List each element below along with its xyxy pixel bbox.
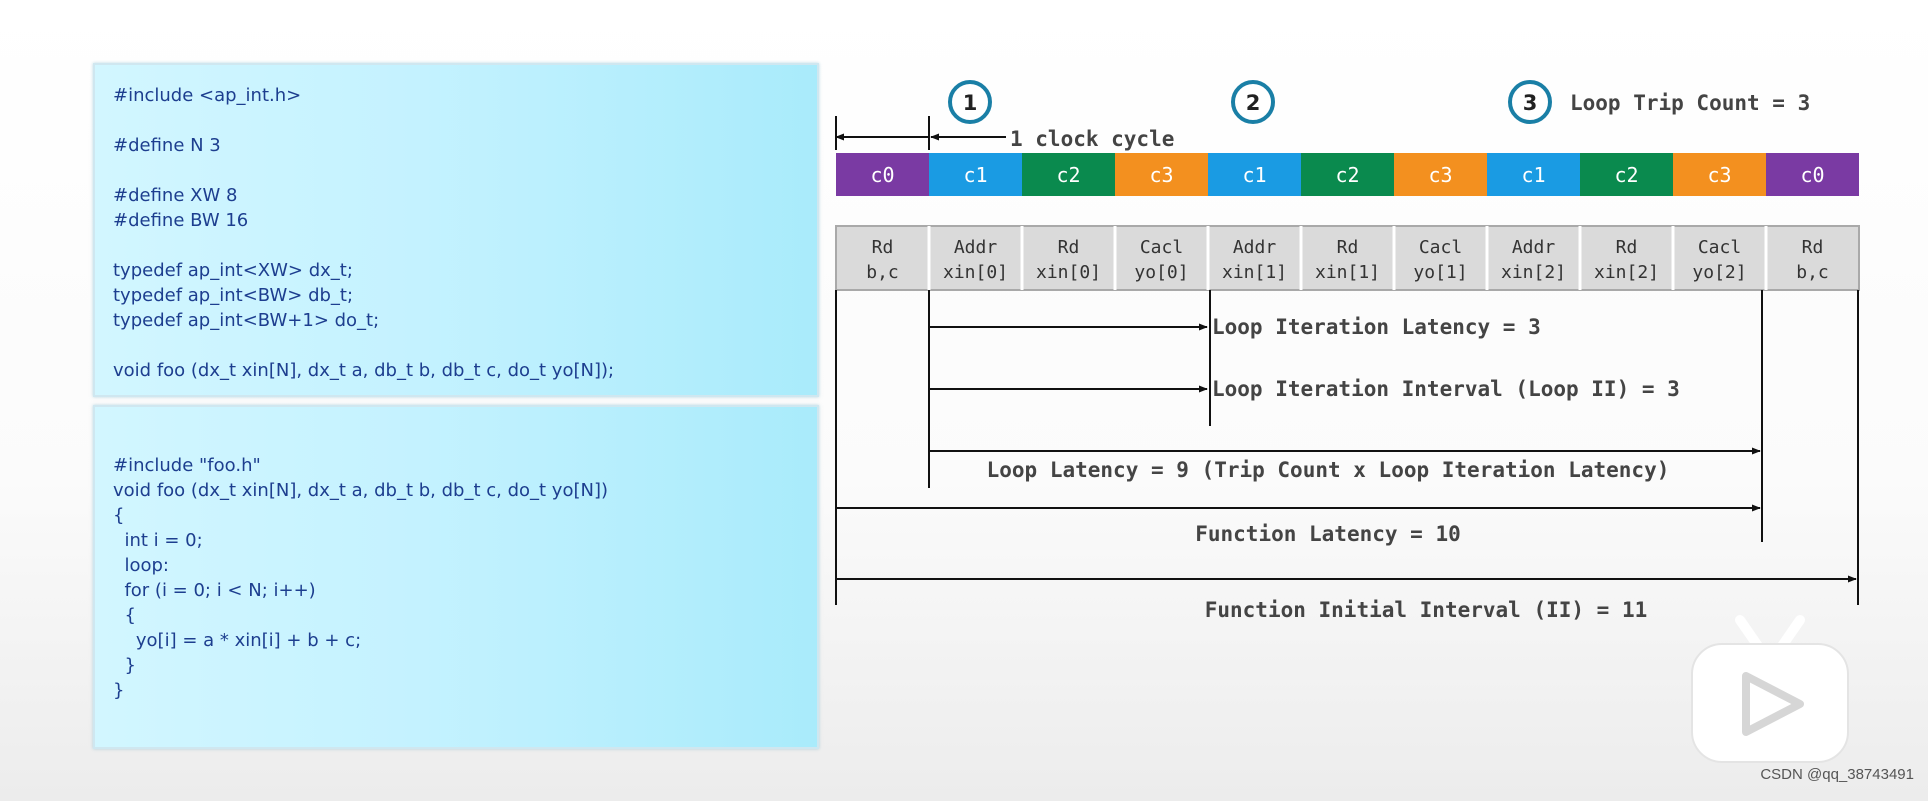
operation-cell-3: Cacl yo[0] xyxy=(1113,226,1189,290)
cycle-cell-bg xyxy=(1022,153,1115,196)
operation-text: Cacl xyxy=(1140,237,1183,258)
cycle-cell-1: c1 xyxy=(929,153,1022,196)
play-icon xyxy=(1742,672,1804,736)
iteration-number: 1 xyxy=(963,91,978,115)
operation-text: Rd xyxy=(872,237,894,258)
operation-cell-7: Addr xin[2] xyxy=(1485,226,1566,290)
loop-latency-label: Loop Latency = 9 (Trip Count x Loop Iter… xyxy=(987,458,1670,482)
iteration-latency-label: Loop Iteration Latency = 3 xyxy=(1212,315,1541,339)
cycle-label: c2 xyxy=(1335,163,1359,187)
video-play-logo[interactable] xyxy=(1688,610,1852,766)
operation-text: b,c xyxy=(866,262,899,283)
cycle-label: c3 xyxy=(1707,163,1731,187)
operation-text: Rd xyxy=(1337,237,1359,258)
operation-cell-5: Rd xin[1] xyxy=(1299,226,1380,290)
operation-text: xin[1] xyxy=(1315,262,1380,283)
iteration-number: 2 xyxy=(1246,91,1261,115)
clock-cycle-annotation: 1 clock cycle xyxy=(835,116,1174,151)
cycle-cell-bg xyxy=(1487,153,1580,196)
operation-cell-2: Rd xin[0] xyxy=(1020,226,1101,290)
cycle-label: c0 xyxy=(870,163,894,187)
operation-text: Cacl xyxy=(1419,237,1462,258)
iteration-marker-3: 3 xyxy=(1508,80,1552,124)
cycle-cell-10: c0 xyxy=(1766,153,1859,196)
iteration-marker-2: 2 xyxy=(1231,80,1275,124)
cycle-cell-2: c2 xyxy=(1022,153,1115,196)
operation-cell-1: Addr xin[0] xyxy=(927,226,1008,290)
cycle-cell-bg xyxy=(1766,153,1859,196)
operation-text: xin[1] xyxy=(1222,262,1287,283)
function-latency-label: Function Latency = 10 xyxy=(1195,522,1461,546)
operation-text: Addr xyxy=(954,237,998,258)
clock-cycle-label: 1 clock cycle xyxy=(1010,127,1174,151)
operation-cell-6: Cacl yo[1] xyxy=(1392,226,1468,290)
cycle-cell-bg xyxy=(1115,153,1208,196)
cycle-label: c3 xyxy=(1149,163,1173,187)
cycle-cell-bg xyxy=(1394,153,1487,196)
cycle-cell-8: c2 xyxy=(1580,153,1673,196)
operation-text: xin[2] xyxy=(1594,262,1659,283)
iteration-marker-1: 1 xyxy=(948,80,992,124)
cycle-label: c3 xyxy=(1428,163,1452,187)
function-interval-label: Function Initial Interval (II) = 11 xyxy=(1205,598,1648,622)
operation-cell-8: Rd xin[2] xyxy=(1578,226,1659,290)
header-code-panel: #include <ap_int.h> #define N 3 #define … xyxy=(93,63,819,397)
cycle-cell-4: c1 xyxy=(1208,153,1301,196)
operation-row: Rd b,c Addr xin[0] Rd xin[0] Cacl yo[0] Addr xin[… xyxy=(835,225,1860,291)
clock-cycle-bar: c0 c1 c2 c3 c1 c2 c3 c1 c2 c3 c0 xyxy=(836,153,1859,196)
cycle-label: c1 xyxy=(1242,163,1266,187)
cycle-cell-6: c3 xyxy=(1394,153,1487,196)
trip-count-label: Loop Trip Count = 3 xyxy=(1570,91,1810,115)
operation-cell-10: Rd b,c xyxy=(1764,226,1829,290)
cycle-label: c1 xyxy=(1521,163,1545,187)
cycle-cell-0: c0 xyxy=(836,153,929,196)
iteration-circle xyxy=(948,80,992,124)
cycle-cell-5: c2 xyxy=(1301,153,1394,196)
operation-text: b,c xyxy=(1796,262,1829,283)
operation-cell-0: Rd b,c xyxy=(866,237,899,283)
cycle-cell-bg xyxy=(836,153,929,196)
operation-text: yo[2] xyxy=(1692,262,1746,283)
operation-text: xin[2] xyxy=(1501,262,1566,283)
latency-lines xyxy=(835,290,1859,605)
cycle-cell-bg xyxy=(1580,153,1673,196)
cycle-label: c0 xyxy=(1800,163,1824,187)
operation-text: yo[0] xyxy=(1134,262,1188,283)
cycle-cell-bg xyxy=(1301,153,1394,196)
csdn-watermark: CSDN @qq_38743491 xyxy=(1760,766,1914,783)
cycle-cell-9: c3 xyxy=(1673,153,1766,196)
operation-text: Addr xyxy=(1512,237,1556,258)
header-file-code: #include <ap_int.h> #define N 3 #define … xyxy=(113,85,615,381)
source-file-code: #include "foo.h" void foo (dx_t xin[N], … xyxy=(113,455,609,701)
operation-text: xin[0] xyxy=(1036,262,1101,283)
cycle-cell-bg xyxy=(1208,153,1301,196)
operation-text: Cacl xyxy=(1698,237,1741,258)
cycle-label: c2 xyxy=(1056,163,1080,187)
operation-text: Rd xyxy=(1616,237,1638,258)
source-code-panel: #include "foo.h" void foo (dx_t xin[N], … xyxy=(93,405,819,749)
cycle-cell-7: c1 xyxy=(1487,153,1580,196)
operation-cell-9: Cacl yo[2] xyxy=(1671,226,1747,290)
cycle-cell-bg xyxy=(1673,153,1766,196)
operation-text: Addr xyxy=(1233,237,1277,258)
iteration-circle xyxy=(1508,80,1552,124)
operation-text: Rd xyxy=(1802,237,1824,258)
cycle-cell-3: c3 xyxy=(1115,153,1208,196)
cycle-label: c1 xyxy=(963,163,987,187)
operation-row-bg xyxy=(835,225,1860,291)
iteration-interval-label: Loop Iteration Interval (Loop II) = 3 xyxy=(1212,377,1680,401)
operation-cell-4: Addr xin[1] xyxy=(1206,226,1287,290)
operation-text: xin[0] xyxy=(943,262,1008,283)
cycle-label: c2 xyxy=(1614,163,1638,187)
cycle-cell-bg xyxy=(929,153,1022,196)
operation-text: Rd xyxy=(1058,237,1080,258)
operation-text: yo[1] xyxy=(1413,262,1467,283)
iteration-number: 3 xyxy=(1523,91,1538,115)
iteration-circle xyxy=(1231,80,1275,124)
